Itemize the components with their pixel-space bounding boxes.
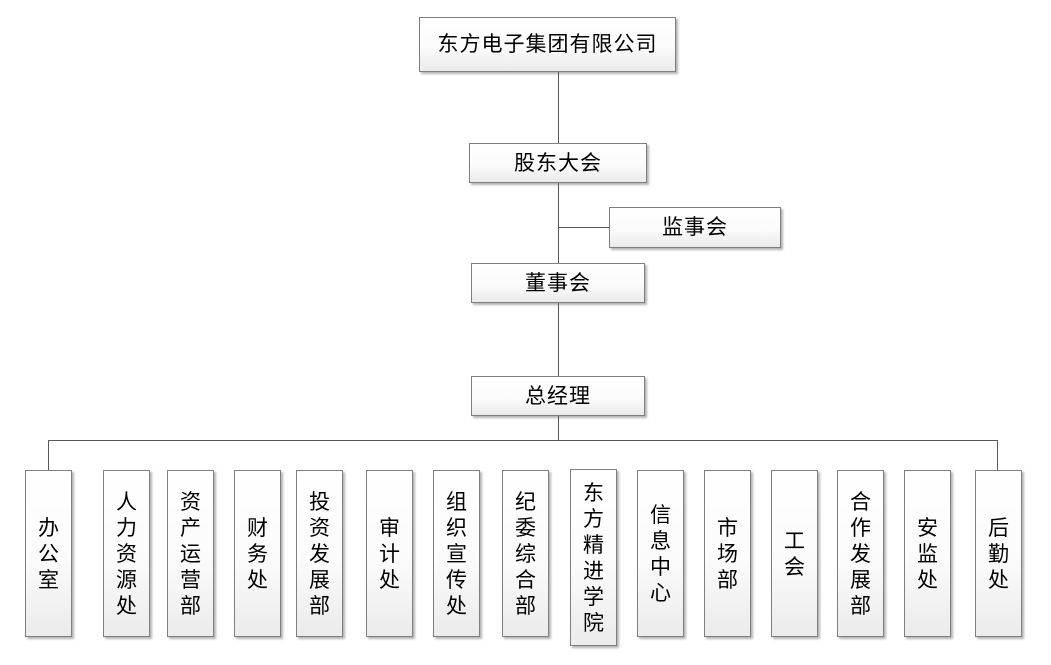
connector-department-rail [48, 440, 998, 441]
org-node-dept-information-center: 信 息 中 心 [637, 470, 684, 637]
org-node-dept-finance: 财 务 处 [234, 470, 281, 637]
connector-company-to-shareholders [558, 72, 559, 143]
org-node-dept-discipline-committee: 纪 委 综 合 部 [502, 470, 549, 637]
org-node-shareholders-meeting: 股东大会 [469, 143, 647, 183]
org-node-general-manager: 总经理 [471, 376, 645, 416]
org-node-dept-jingjin-academy: 东 方 精 进 学 院 [570, 469, 617, 646]
org-node-dept-investment-development: 投 资 发 展 部 [296, 470, 343, 637]
org-node-supervisory-board: 监事会 [609, 207, 781, 248]
org-node-dept-logistics: 后 勤 处 [975, 470, 1022, 637]
org-node-dept-audit: 审 计 处 [366, 470, 413, 637]
connector-gm-to-rail [558, 416, 559, 440]
org-node-dept-marketing: 市 场 部 [704, 470, 751, 637]
org-node-dept-cooperation-development: 合 作 发 展 部 [837, 470, 884, 637]
org-node-dept-office: 办 公 室 [25, 470, 72, 637]
connector-board-to-gm [558, 303, 559, 376]
org-node-dept-human-resources: 人 力 资 源 处 [103, 470, 150, 637]
org-node-dept-organization-propaganda: 组 织 宣 传 处 [433, 470, 480, 637]
org-node-board-of-directors: 董事会 [471, 263, 645, 303]
connector-branch-to-supervisory [558, 227, 609, 228]
org-node-company: 东方电子集团有限公司 [419, 17, 676, 72]
org-node-dept-safety-supervision: 安 监 处 [904, 470, 951, 637]
org-node-dept-labor-union: 工 会 [771, 470, 818, 637]
connector-rail-left-stub [48, 440, 49, 470]
connector-shareholders-to-board [558, 183, 559, 263]
org-node-dept-asset-operations: 资 产 运 营 部 [167, 470, 214, 637]
connector-rail-right-stub [997, 440, 998, 470]
